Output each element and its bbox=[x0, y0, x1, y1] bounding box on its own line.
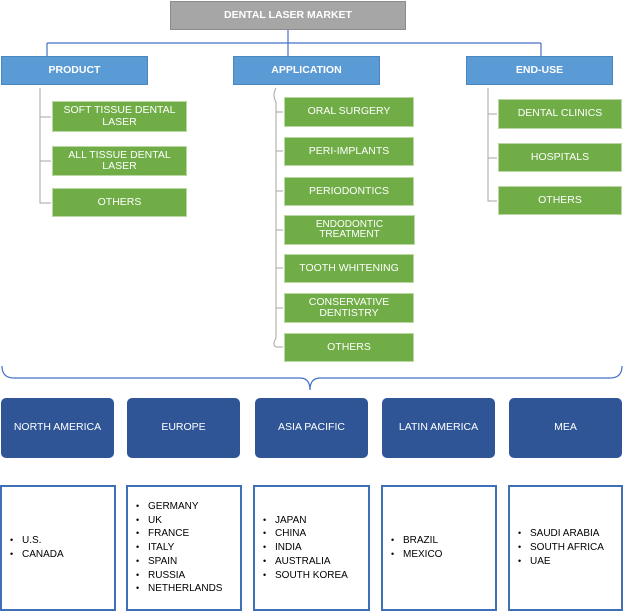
country-item: GERMANY bbox=[136, 500, 222, 514]
country-item: FRANCE bbox=[136, 527, 222, 541]
country-item: CHINA bbox=[263, 527, 348, 541]
product-item-soft-tissue: SOFT TISSUE DENTAL LASER bbox=[52, 101, 187, 132]
end-use-item-others: OTHERS bbox=[498, 186, 622, 215]
application-item-others: OTHERS bbox=[284, 333, 414, 362]
country-item: SOUTH KOREA bbox=[263, 569, 348, 583]
application-item-endodontic-treatment: ENDODONTIC TREATMENT bbox=[284, 215, 415, 245]
category-product: PRODUCT bbox=[1, 56, 148, 85]
country-item: CANADA bbox=[10, 548, 64, 562]
region-mea: MEA bbox=[509, 398, 622, 458]
country-item: JAPAN bbox=[263, 514, 348, 528]
region-latin-america: LATIN AMERICA bbox=[382, 398, 495, 458]
countries-asia-pacific: JAPAN CHINA INDIA AUSTRALIA SOUTH KOREA bbox=[253, 485, 370, 611]
country-item: RUSSIA bbox=[136, 569, 222, 583]
product-item-all-tissue: ALL TISSUE DENTAL LASER bbox=[52, 146, 187, 176]
category-end-use: END-USE bbox=[466, 56, 613, 85]
region-asia-pacific: ASIA PACIFIC bbox=[255, 398, 368, 458]
country-item: UAE bbox=[518, 555, 604, 569]
end-use-item-dental-clinics: DENTAL CLINICS bbox=[498, 99, 622, 129]
application-item-periodontics: PERIODONTICS bbox=[284, 177, 414, 206]
application-item-peri-implants: PERI-IMPLANTS bbox=[284, 137, 414, 166]
end-use-item-hospitals: HOSPITALS bbox=[498, 143, 622, 172]
countries-mea: SAUDI ARABIA SOUTH AFRICA UAE bbox=[508, 485, 623, 611]
application-item-tooth-whitening: TOOTH WHITENING bbox=[284, 254, 414, 283]
country-item: UK bbox=[136, 514, 222, 528]
application-item-conservative-dentistry: CONSERVATIVE DENTISTRY bbox=[284, 293, 414, 323]
country-item: BRAZIL bbox=[391, 534, 442, 548]
country-item: ITALY bbox=[136, 541, 222, 555]
country-item: SAUDI ARABIA bbox=[518, 527, 604, 541]
country-item: MEXICO bbox=[391, 548, 442, 562]
application-item-oral-surgery: ORAL SURGERY bbox=[284, 97, 414, 127]
region-europe: EUROPE bbox=[127, 398, 240, 458]
country-item: AUSTRALIA bbox=[263, 555, 348, 569]
country-item: SPAIN bbox=[136, 555, 222, 569]
country-item: SOUTH AFRICA bbox=[518, 541, 604, 555]
country-item: NETHERLANDS bbox=[136, 582, 222, 596]
product-item-others: OTHERS bbox=[52, 188, 187, 217]
country-item: INDIA bbox=[263, 541, 348, 555]
countries-latin-america: BRAZIL MEXICO bbox=[381, 485, 497, 611]
category-application: APPLICATION bbox=[233, 56, 380, 85]
countries-north-america: U.S. CANADA bbox=[0, 485, 116, 611]
market-title: DENTAL LASER MARKET bbox=[170, 1, 406, 30]
region-north-america: NORTH AMERICA bbox=[1, 398, 114, 458]
country-item: U.S. bbox=[10, 534, 64, 548]
countries-europe: GERMANY UK FRANCE ITALY SPAIN RUSSIA NET… bbox=[126, 485, 242, 611]
